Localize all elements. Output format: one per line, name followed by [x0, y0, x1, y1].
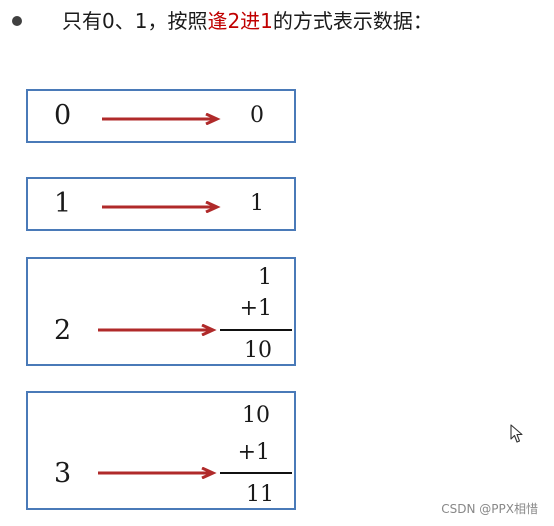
arrow-icon [98, 324, 217, 336]
binary-value: 0 [250, 103, 264, 128]
example-box-1: 1 1 [26, 177, 296, 231]
addend-top: 10 [242, 403, 270, 428]
sum-line [220, 329, 292, 331]
heading-part-3: 的方式表示数据： [272, 9, 433, 33]
heading-part-1: 只有0、1，按照 [62, 9, 208, 33]
binary-value: 10 [244, 338, 272, 363]
addend-plus: +1 [237, 440, 270, 465]
addend-top: 1 [258, 265, 272, 290]
arrow-icon [102, 113, 221, 125]
heading-highlight: 逢2进1 [207, 9, 273, 33]
example-box-3: 10 +1 3 11 [26, 391, 296, 510]
decimal-value: 0 [54, 100, 72, 131]
sum-line [220, 472, 292, 474]
decimal-value: 2 [54, 315, 72, 346]
example-box-2: 1 +1 2 10 [26, 257, 296, 366]
binary-value: 11 [246, 482, 274, 507]
binary-value: 1 [250, 191, 264, 216]
heading-text: 只有0、1，按照逢2进1的方式表示数据： [62, 6, 433, 36]
example-box-0: 0 0 [26, 89, 296, 143]
decimal-value: 1 [54, 188, 72, 219]
addend-plus: +1 [239, 296, 272, 321]
decimal-value: 3 [54, 458, 72, 489]
list-bullet [12, 16, 22, 26]
arrow-icon [102, 201, 221, 213]
arrow-icon [98, 467, 217, 479]
watermark: CSDN @PPX相惜 [441, 502, 538, 516]
mouse-pointer-icon [510, 424, 523, 443]
